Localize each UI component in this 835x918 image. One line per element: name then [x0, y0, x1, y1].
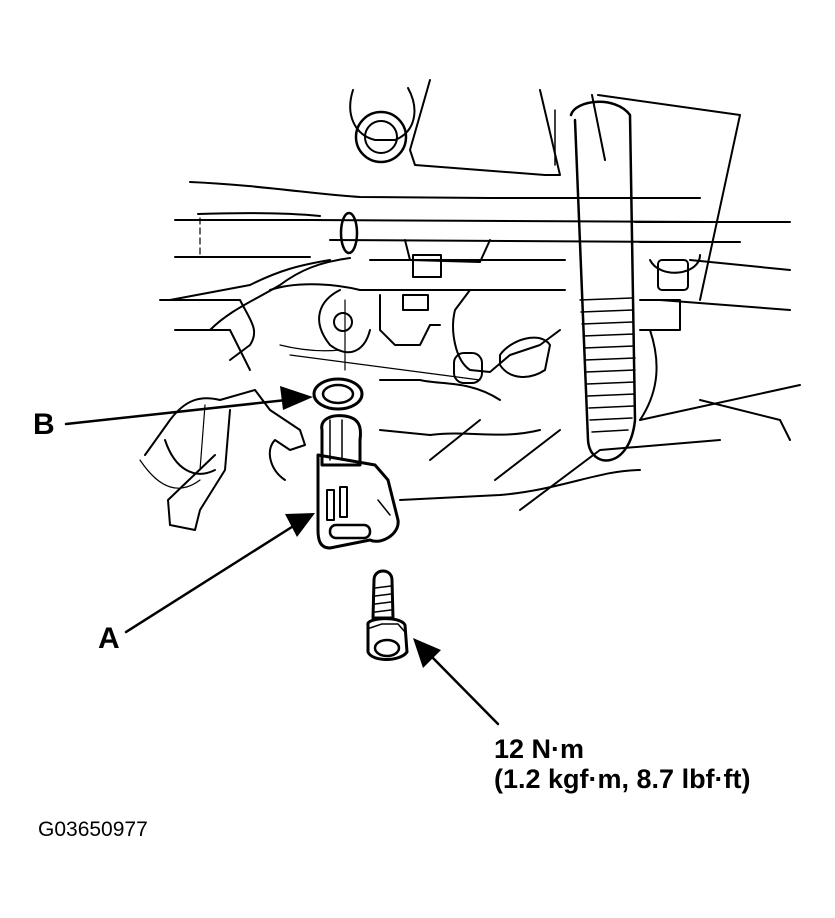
figure-id: G03650977	[38, 818, 148, 841]
rail-mid-1	[174, 219, 711, 223]
o-ring	[312, 377, 364, 411]
arrow-torque-head	[413, 638, 441, 668]
arrow-a-line	[124, 523, 297, 634]
sensor	[316, 414, 400, 550]
arrow-b-line	[64, 396, 307, 426]
rail-upper	[189, 181, 701, 199]
left-bracket	[144, 389, 306, 481]
bolt	[366, 569, 409, 661]
arrow-b-head	[280, 386, 313, 410]
engine-background	[139, 79, 801, 531]
arrow-a-head	[285, 513, 315, 537]
torque-spec-metric: 12 N·m	[494, 734, 585, 764]
arrow-torque-line	[428, 653, 500, 726]
top-fitting	[349, 87, 416, 141]
callout-arrows	[64, 386, 500, 726]
top-fitting-cap	[354, 110, 408, 164]
callout-label-b: B	[33, 408, 55, 441]
callout-label-a: A	[98, 622, 120, 655]
torque-spec-alternate: (1.2 kgf·m, 8.7 lbf·ft)	[494, 764, 751, 794]
